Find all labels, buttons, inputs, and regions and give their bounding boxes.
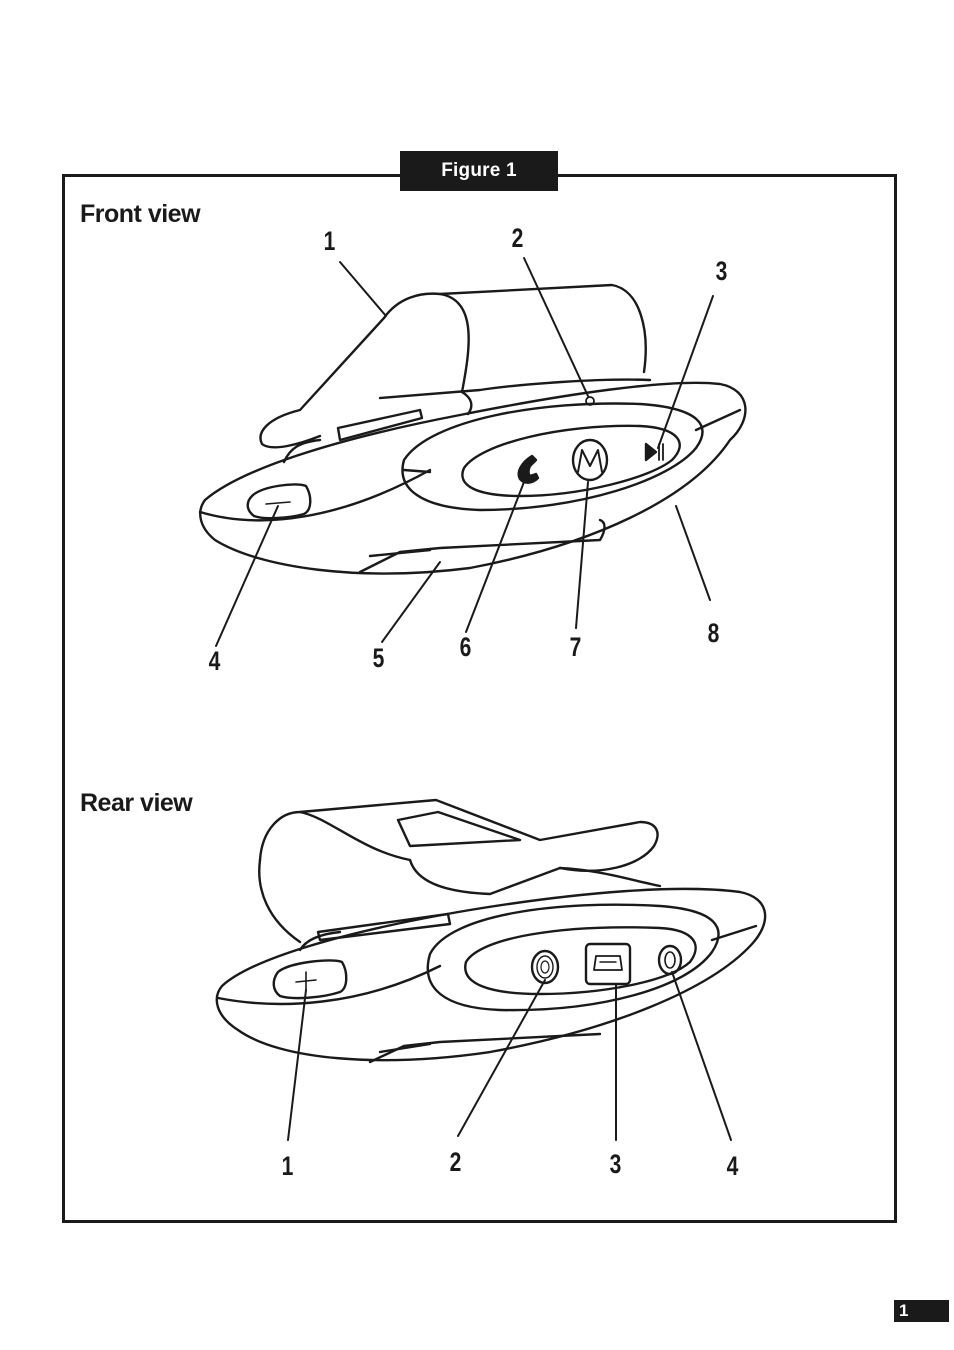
audio-jack-icon <box>659 946 681 974</box>
rear-ear-clip <box>260 800 658 871</box>
front-callout-6: 6 <box>460 634 472 661</box>
rear-body <box>217 889 765 1060</box>
phone-handset-icon <box>519 456 538 483</box>
front-body <box>200 383 745 574</box>
rear-callout-2: 2 <box>450 1149 462 1176</box>
volume-plus-button <box>274 960 347 998</box>
motorola-logo-icon <box>573 440 607 480</box>
front-callout-1: 1 <box>324 228 336 255</box>
front-ear-clip <box>384 285 646 372</box>
page-number: 1 <box>894 1300 949 1322</box>
figure-label: Figure 1 <box>400 151 558 191</box>
front-callout-5: 5 <box>373 645 385 672</box>
rear-callout-3: 3 <box>610 1151 622 1178</box>
mini-usb-port-icon <box>586 944 630 984</box>
play-pause-icon <box>646 444 663 460</box>
volume-minus-button <box>248 484 311 518</box>
front-callout-3: 3 <box>716 258 728 285</box>
rear-callout-1: 1 <box>282 1153 294 1180</box>
front-view-drawing <box>200 258 745 646</box>
front-callout-4: 4 <box>209 648 221 675</box>
front-callout-8: 8 <box>708 620 720 647</box>
front-callout-7: 7 <box>570 634 582 661</box>
rear-view-drawing <box>217 800 765 1140</box>
speaker-grille-icon <box>532 951 558 983</box>
front-callout-2: 2 <box>512 225 524 252</box>
rear-callout-4: 4 <box>727 1153 739 1180</box>
